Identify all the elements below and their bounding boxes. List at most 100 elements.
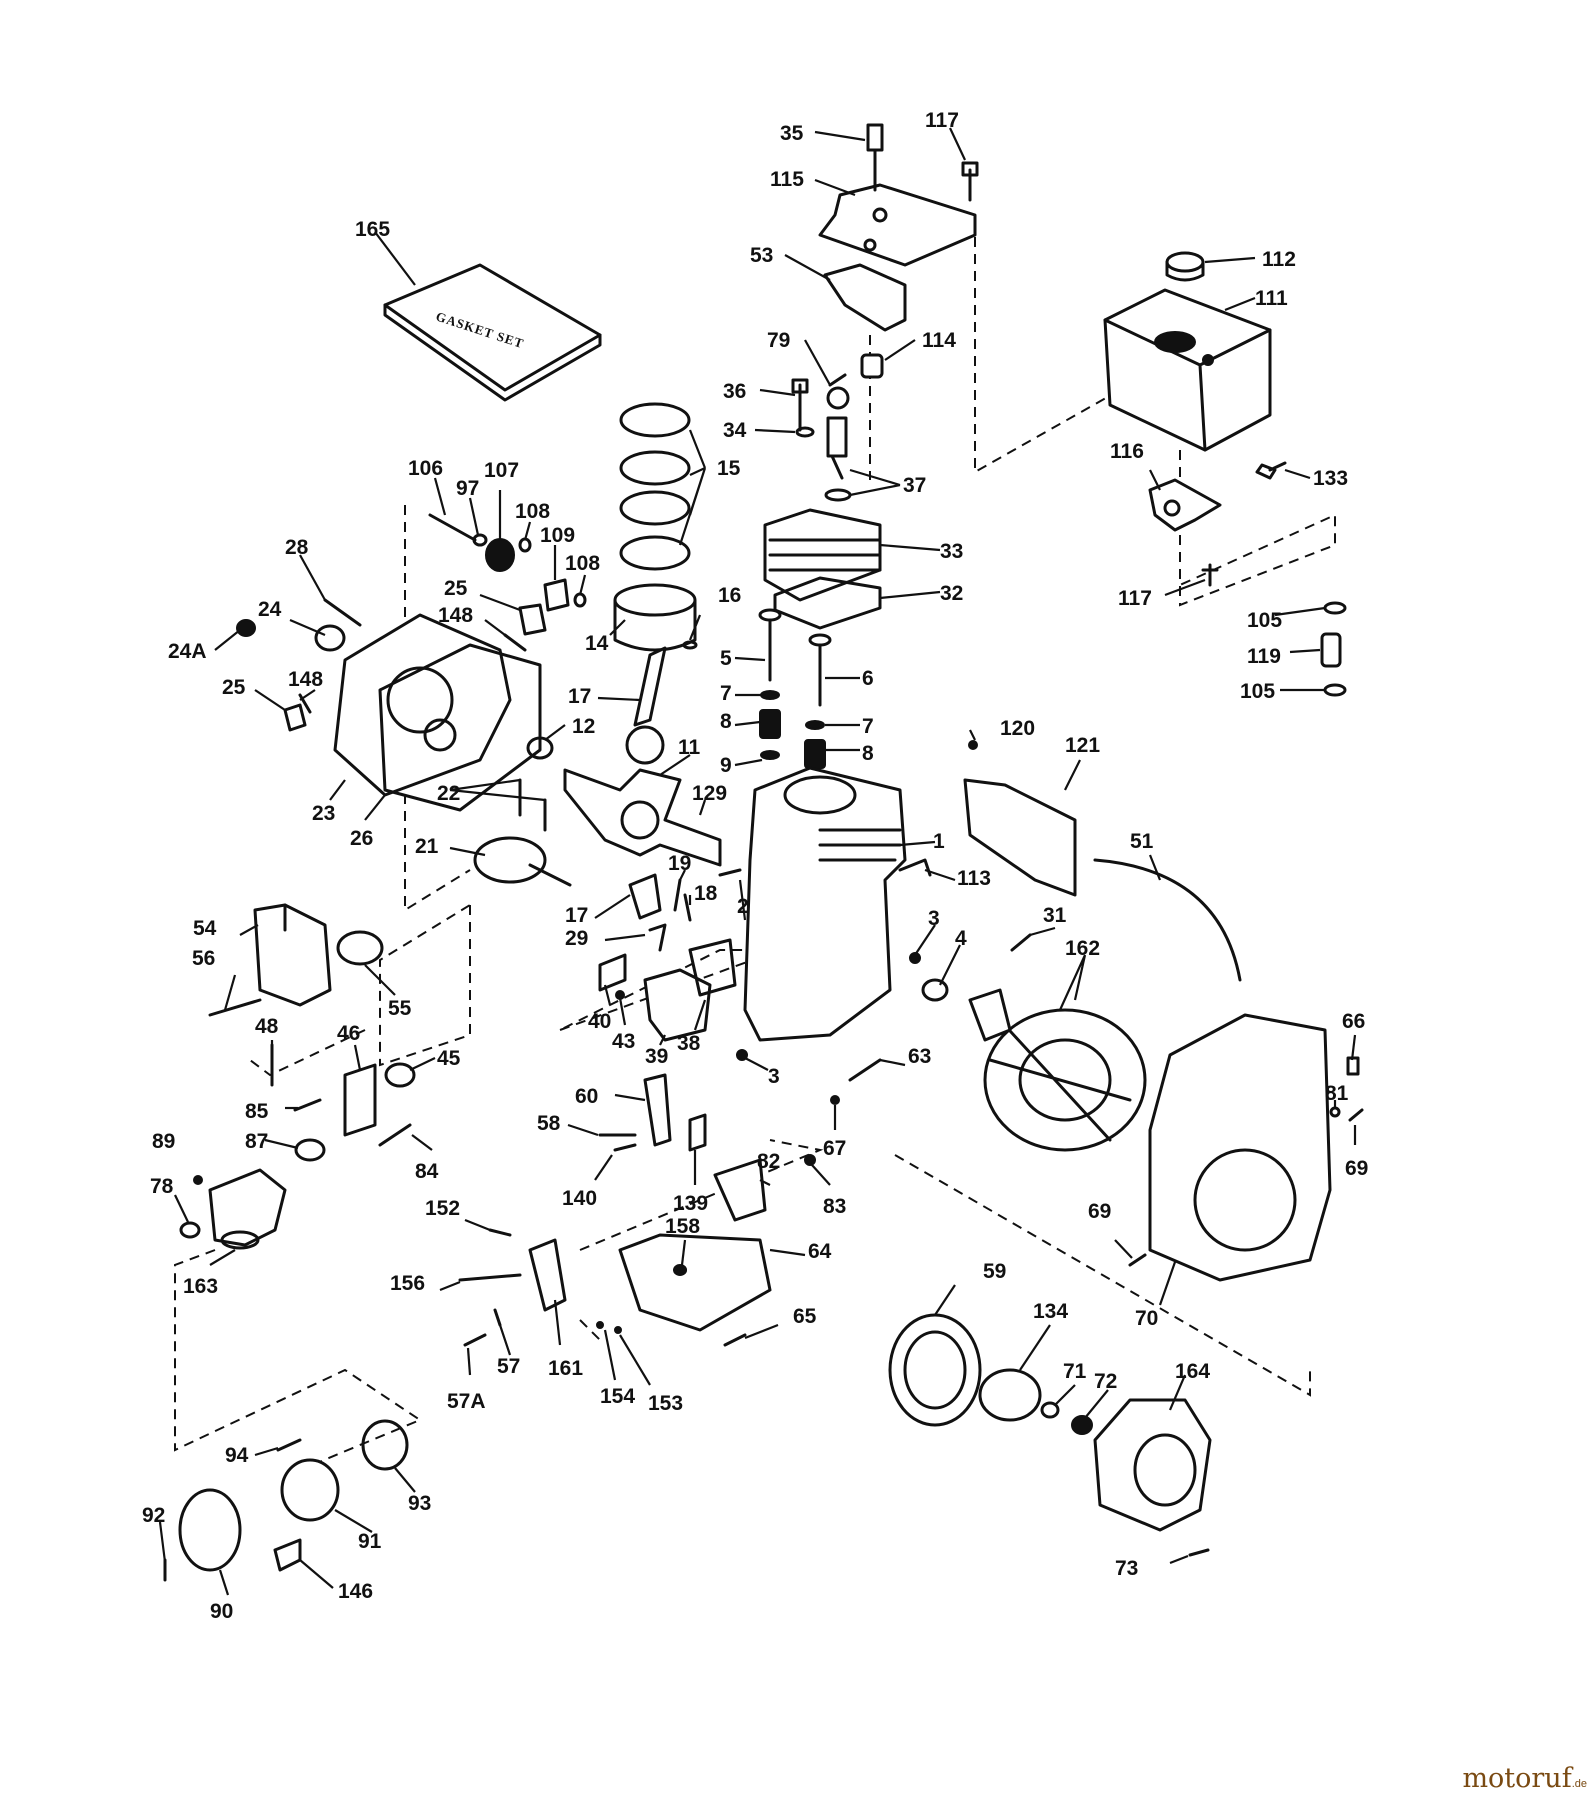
callout-119: 119 xyxy=(1247,645,1281,668)
part-114-spacer xyxy=(860,353,884,379)
callout-72: 72 xyxy=(1094,1370,1117,1393)
callout-26: 26 xyxy=(350,827,373,850)
callout-3: 3 xyxy=(928,907,940,930)
part-163-carburetor xyxy=(208,1168,287,1250)
callout-35: 35 xyxy=(780,122,804,145)
callout-19: 19 xyxy=(668,852,691,875)
callout-92: 92 xyxy=(142,1504,165,1527)
callout-165: 165 xyxy=(355,218,390,241)
part-72-nut xyxy=(1071,1415,1093,1435)
part-156-spring xyxy=(458,1273,522,1282)
callout-85: 85 xyxy=(245,1100,269,1123)
watermark-suffix: .de xyxy=(1571,1778,1587,1790)
callout-94: 94 xyxy=(225,1444,249,1467)
callout-33: 33 xyxy=(940,540,963,563)
part-19-lever xyxy=(673,878,682,912)
callout-24A: 24A xyxy=(168,640,207,663)
callout-3-b: 3 xyxy=(768,1065,780,1088)
callout-57: 57 xyxy=(497,1355,520,1378)
part-26-cover-gasket xyxy=(378,643,542,812)
callout-64: 64 xyxy=(808,1240,832,1263)
part-37-spark-plug xyxy=(824,416,852,502)
part-60-lever xyxy=(643,1073,672,1147)
part-36-bolt xyxy=(791,378,809,432)
part-83-screw xyxy=(804,1154,816,1166)
part-2-gasket xyxy=(718,868,742,877)
part-139-bracket xyxy=(688,1113,707,1152)
part-33-cylinder-head xyxy=(763,508,882,602)
callout-7: 7 xyxy=(720,682,732,705)
part-35-bolt xyxy=(866,123,884,192)
callout-115: 115 xyxy=(770,168,804,191)
part-153-screw xyxy=(614,1326,622,1334)
callout-113: 113 xyxy=(957,867,991,890)
callout-153: 153 xyxy=(648,1392,683,1415)
part-25-bushing xyxy=(283,603,547,732)
part-79-spark-plug-cap xyxy=(826,373,850,410)
callout-labels: 35 117 115 165 53 112 111 79 114 36 34 1… xyxy=(142,109,1368,1623)
part-120-screw xyxy=(968,740,978,750)
part-16-circlip xyxy=(682,640,698,650)
callout-156: 156 xyxy=(390,1272,425,1295)
callout-148-b: 148 xyxy=(288,668,323,691)
part-164-recoil-starter xyxy=(1093,1398,1212,1532)
part-89-screw xyxy=(193,1175,203,1185)
part-115-mounting-bracket xyxy=(818,183,977,267)
callout-65: 65 xyxy=(793,1305,817,1328)
part-46-intake-manifold xyxy=(343,1063,377,1137)
part-117-screw-lower xyxy=(1201,563,1219,587)
part-7-retainer xyxy=(760,690,825,730)
callout-9: 9 xyxy=(720,754,732,777)
callout-152: 152 xyxy=(425,1197,460,1220)
part-91-filter xyxy=(280,1458,340,1522)
part-63-spring xyxy=(848,1058,882,1082)
callout-22: 22 xyxy=(437,782,460,805)
part-116-tank-bracket xyxy=(1148,478,1222,532)
part-161-control-bracket xyxy=(528,1238,567,1312)
part-38-breather-gasket xyxy=(688,938,737,997)
callout-158: 158 xyxy=(665,1215,700,1238)
part-112-fuel-cap xyxy=(1165,251,1205,282)
callout-25: 25 xyxy=(444,577,468,600)
callout-25-b: 25 xyxy=(222,676,246,699)
callout-60: 60 xyxy=(575,1085,598,1108)
callout-7-b: 7 xyxy=(862,715,874,738)
part-117-bolt-top xyxy=(961,161,979,202)
part-107-governor-gear xyxy=(485,538,515,572)
callout-34: 34 xyxy=(723,419,747,442)
callout-16: 16 xyxy=(718,584,741,607)
callout-32: 32 xyxy=(940,582,963,605)
callout-54: 54 xyxy=(193,917,217,940)
part-34-washer xyxy=(795,426,815,438)
callout-114: 114 xyxy=(922,329,956,352)
part-armature xyxy=(968,988,1012,1042)
callout-17: 17 xyxy=(568,685,591,708)
part-24-seal-ring xyxy=(314,624,346,652)
part-55-muffler-gasket xyxy=(336,930,384,966)
part-57-clip xyxy=(493,1308,502,1327)
part-18-tappet xyxy=(683,893,692,922)
callout-17-b: 17 xyxy=(565,904,588,927)
callout-58: 58 xyxy=(537,1112,561,1135)
part-1-engine-block xyxy=(743,766,907,1042)
callout-108: 108 xyxy=(515,500,550,523)
callout-78: 78 xyxy=(150,1175,174,1198)
callout-164: 164 xyxy=(1175,1360,1210,1383)
callout-46: 46 xyxy=(337,1022,360,1045)
part-56-bolt xyxy=(208,998,262,1017)
part-17-connecting-rod xyxy=(625,646,667,765)
part-146-label xyxy=(273,1538,302,1572)
part-3-plug xyxy=(736,952,921,1061)
callout-116: 116 xyxy=(1110,440,1144,463)
part-8-valve-springs xyxy=(759,709,826,769)
callout-69-b: 69 xyxy=(1088,1200,1111,1223)
callout-70: 70 xyxy=(1135,1307,1158,1330)
callout-108-b: 108 xyxy=(565,552,600,575)
callout-45: 45 xyxy=(437,1047,461,1070)
part-121-plate xyxy=(963,778,1077,897)
callout-56: 56 xyxy=(192,947,215,970)
part-119-fuel-line xyxy=(1320,632,1342,668)
part-51-ignition-wire xyxy=(1093,858,1242,982)
part-81-washer xyxy=(1329,1106,1341,1118)
part-93-gasket xyxy=(361,1419,409,1471)
